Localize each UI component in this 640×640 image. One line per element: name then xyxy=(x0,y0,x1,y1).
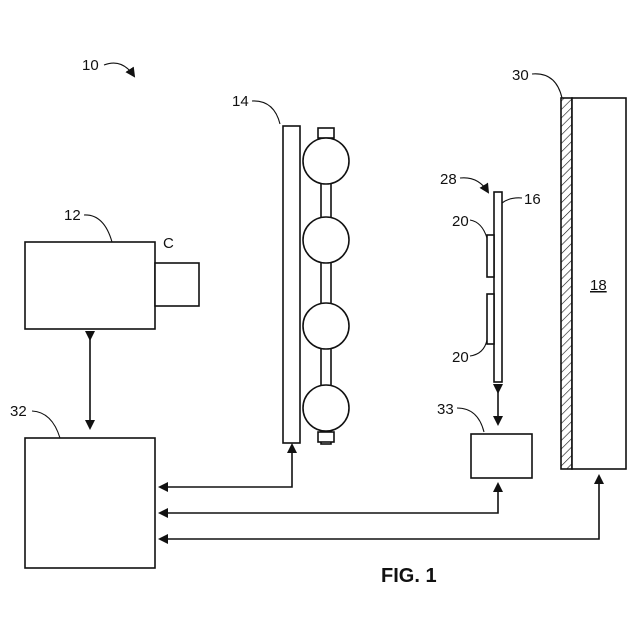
camera-leader-line xyxy=(84,215,112,242)
light-panel-controller-link xyxy=(160,447,292,487)
label-light-panel: 14 xyxy=(232,93,249,110)
screen-coating xyxy=(561,98,572,469)
screen-controller-link xyxy=(160,482,599,539)
label-system: 10 xyxy=(82,57,99,74)
lamp-2 xyxy=(303,217,349,263)
stage-driver-box xyxy=(471,434,532,478)
stage-driver-leader-line xyxy=(457,408,484,432)
controller-leader-line xyxy=(32,411,60,438)
sample-a-leader-line xyxy=(470,220,487,238)
label-camera-tag: C xyxy=(163,235,174,252)
screen-leader-line xyxy=(532,74,562,98)
stage-driver-controller-link xyxy=(160,490,498,513)
lamp-4 xyxy=(303,385,349,431)
label-camera: 12 xyxy=(64,207,81,224)
label-screen: 30 xyxy=(512,67,529,84)
sample-plate-leader-line xyxy=(502,198,522,203)
label-sample-a: 20 xyxy=(452,213,469,230)
light-panel-leader-line xyxy=(252,101,280,124)
label-stage-driver: 33 xyxy=(437,401,454,418)
sample-b xyxy=(487,294,494,344)
light-panel-arrowhead xyxy=(287,443,297,453)
plate-group-arrow xyxy=(460,178,488,192)
camera-lens xyxy=(155,263,199,306)
light-panel xyxy=(283,126,300,443)
system-arrow xyxy=(104,63,134,76)
controller-box xyxy=(25,438,155,568)
stage-driver-arrowhead xyxy=(493,482,503,492)
lamp-rail-cap-top xyxy=(318,128,334,138)
label-target-region: 18 xyxy=(590,277,607,294)
label-plate-group: 28 xyxy=(440,171,457,188)
lamp-1 xyxy=(303,138,349,184)
lamp-rail-cap-bottom xyxy=(318,432,334,442)
camera-body xyxy=(25,242,155,329)
label-sample-b: 20 xyxy=(452,349,469,366)
figure-caption: FIG. 1 xyxy=(381,565,437,587)
label-sample-plate: 16 xyxy=(524,191,541,208)
sample-a xyxy=(487,235,494,277)
lamp-3 xyxy=(303,303,349,349)
sample-plate xyxy=(494,192,502,382)
label-controller: 32 xyxy=(10,403,27,420)
screen-arrowhead xyxy=(594,474,604,484)
sample-b-leader-line xyxy=(470,340,487,356)
